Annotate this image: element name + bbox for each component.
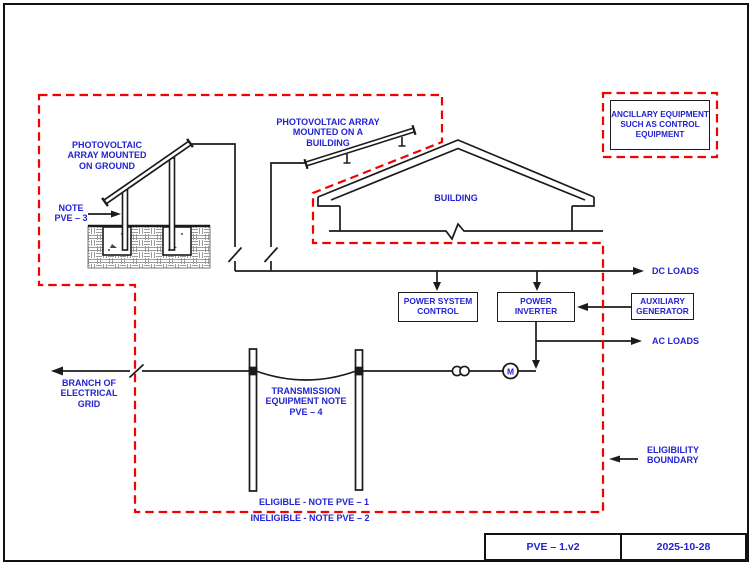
disconnect-switch-icon [128, 363, 145, 379]
power-system-control-label: POWER SYSTEM CONTROL [403, 296, 473, 316]
auxiliary-generator-label: AUXILIARY GENERATOR [636, 295, 689, 316]
doc-id-cell: PVE – 1.v2 [484, 533, 622, 561]
pv-post-icon [121, 189, 129, 251]
ac-loads-arrow-icon [631, 337, 642, 345]
dc-loads-arrow-icon [633, 267, 644, 275]
building-label: BUILDING [434, 193, 478, 203]
eligibility-arrow-icon [609, 455, 620, 463]
roof-array-wire [263, 162, 306, 271]
eligible-note-label: ELIGIBLE - NOTE PVE – 1 [258, 497, 370, 507]
pv-post-icon [168, 157, 176, 251]
grid-line [53, 363, 536, 381]
ancillary-equipment-box: ANCILLARY EQUIPMENT SUCH AS CONTROL EQUI… [610, 100, 710, 150]
disconnect-switch-icon [227, 246, 243, 263]
pv-building-label: PHOTOVOLTAIC ARRAY MOUNTED ON A BUILDING [276, 117, 380, 148]
ground-pv-array-icon [87, 138, 243, 271]
power-inverter-label: POWER INVERTER [514, 296, 558, 316]
grid-arrow-icon [51, 366, 63, 376]
date-cell: 2025-10-28 [620, 533, 747, 561]
note-pve3-arrow-icon [111, 210, 121, 218]
ancillary-boundary-dashed-box [601, 91, 719, 159]
arrow-from-aux-generator-icon [577, 303, 588, 311]
sagging-wire-icon [255, 370, 357, 381]
power-system-control-box: POWER SYSTEM CONTROL [398, 292, 478, 322]
note-pve3-label: NOTE PVE – 3 [54, 203, 88, 224]
doc-date: 2025-10-28 [656, 541, 711, 553]
auxiliary-generator-box: AUXILIARY GENERATOR [631, 293, 694, 320]
building-floor-breakline [329, 222, 603, 241]
ground-array-wire [190, 143, 243, 271]
ac-lines [535, 322, 634, 360]
disconnect-switch-icon [263, 246, 279, 263]
pv-panel-icon [303, 124, 417, 170]
arrow-to-power-inverter-icon [533, 282, 541, 291]
concrete-footings-icon [102, 226, 192, 256]
pv-ground-label: PHOTOVOLTAIC ARRAY MOUNTED ON GROUND [67, 140, 147, 171]
arrow-to-meter-line-icon [532, 360, 540, 369]
ac-loads-label: AC LOADS [652, 336, 699, 346]
ineligible-note-label: INELIGIBLE - NOTE PVE – 2 [250, 513, 370, 523]
title-block: PVE – 1.v2 2025-10-28 [484, 533, 747, 561]
eligibility-boundary-dashed-line [37, 93, 605, 514]
dc-loads-label: DC LOADS [652, 266, 699, 276]
meter-icon: M [502, 362, 519, 380]
arrow-to-power-system-control-icon [433, 282, 441, 291]
transmission-poles-icon [248, 348, 364, 492]
power-inverter-box: POWER INVERTER [497, 292, 575, 322]
transmission-label: TRANSMISSION EQUIPMENT NOTE PVE – 4 [265, 386, 347, 417]
pv-panel-icon [101, 138, 194, 207]
roof-pv-array-icon [263, 124, 417, 271]
ancillary-equipment-label: ANCILLARY EQUIPMENT SUCH AS CONTROL EQUI… [611, 110, 709, 139]
building-icon [317, 139, 603, 241]
eligibility-boundary-label: ELIGIBILITY BOUNDARY [647, 445, 700, 466]
pv-mount-legs-icon [343, 137, 406, 164]
meter-label: M [507, 367, 514, 377]
doc-id: PVE – 1.v2 [526, 541, 580, 553]
transformer-icon [451, 365, 470, 377]
branch-grid-label: BRANCH OF ELECTRICAL GRID [60, 378, 118, 409]
